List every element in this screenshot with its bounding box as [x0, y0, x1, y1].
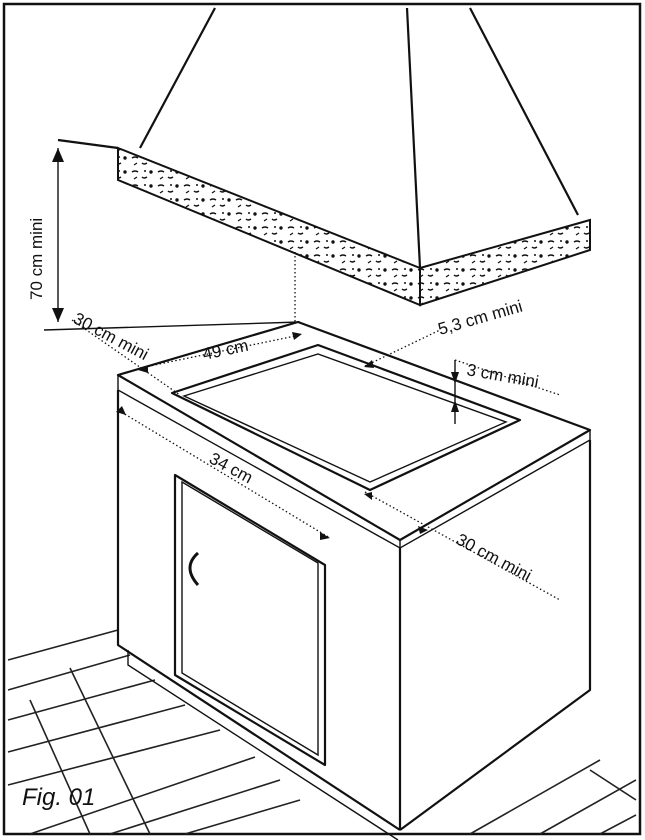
height-arrow: [52, 148, 64, 322]
left-clearance-label: 30 cm mini: [70, 309, 151, 364]
cooktop-cutout: [170, 343, 522, 492]
wooden-floor: [7, 629, 637, 835]
figure-caption: Fig. 01: [22, 784, 95, 811]
height-label: 70 cm mini: [27, 218, 46, 300]
wall-line: [43, 321, 301, 331]
cabinet: [116, 390, 592, 840]
range-hood: [57, 7, 591, 307]
dimension-lines: [71, 319, 561, 601]
back-clearance-label: 5,3 cm mini: [436, 297, 525, 339]
cutout-depth-label: 49 cm: [201, 336, 250, 364]
cutout-width-label: 34 cm: [206, 449, 256, 488]
countertop: [116, 320, 592, 549]
right-clearance-label: 30 cm mini: [453, 530, 534, 585]
